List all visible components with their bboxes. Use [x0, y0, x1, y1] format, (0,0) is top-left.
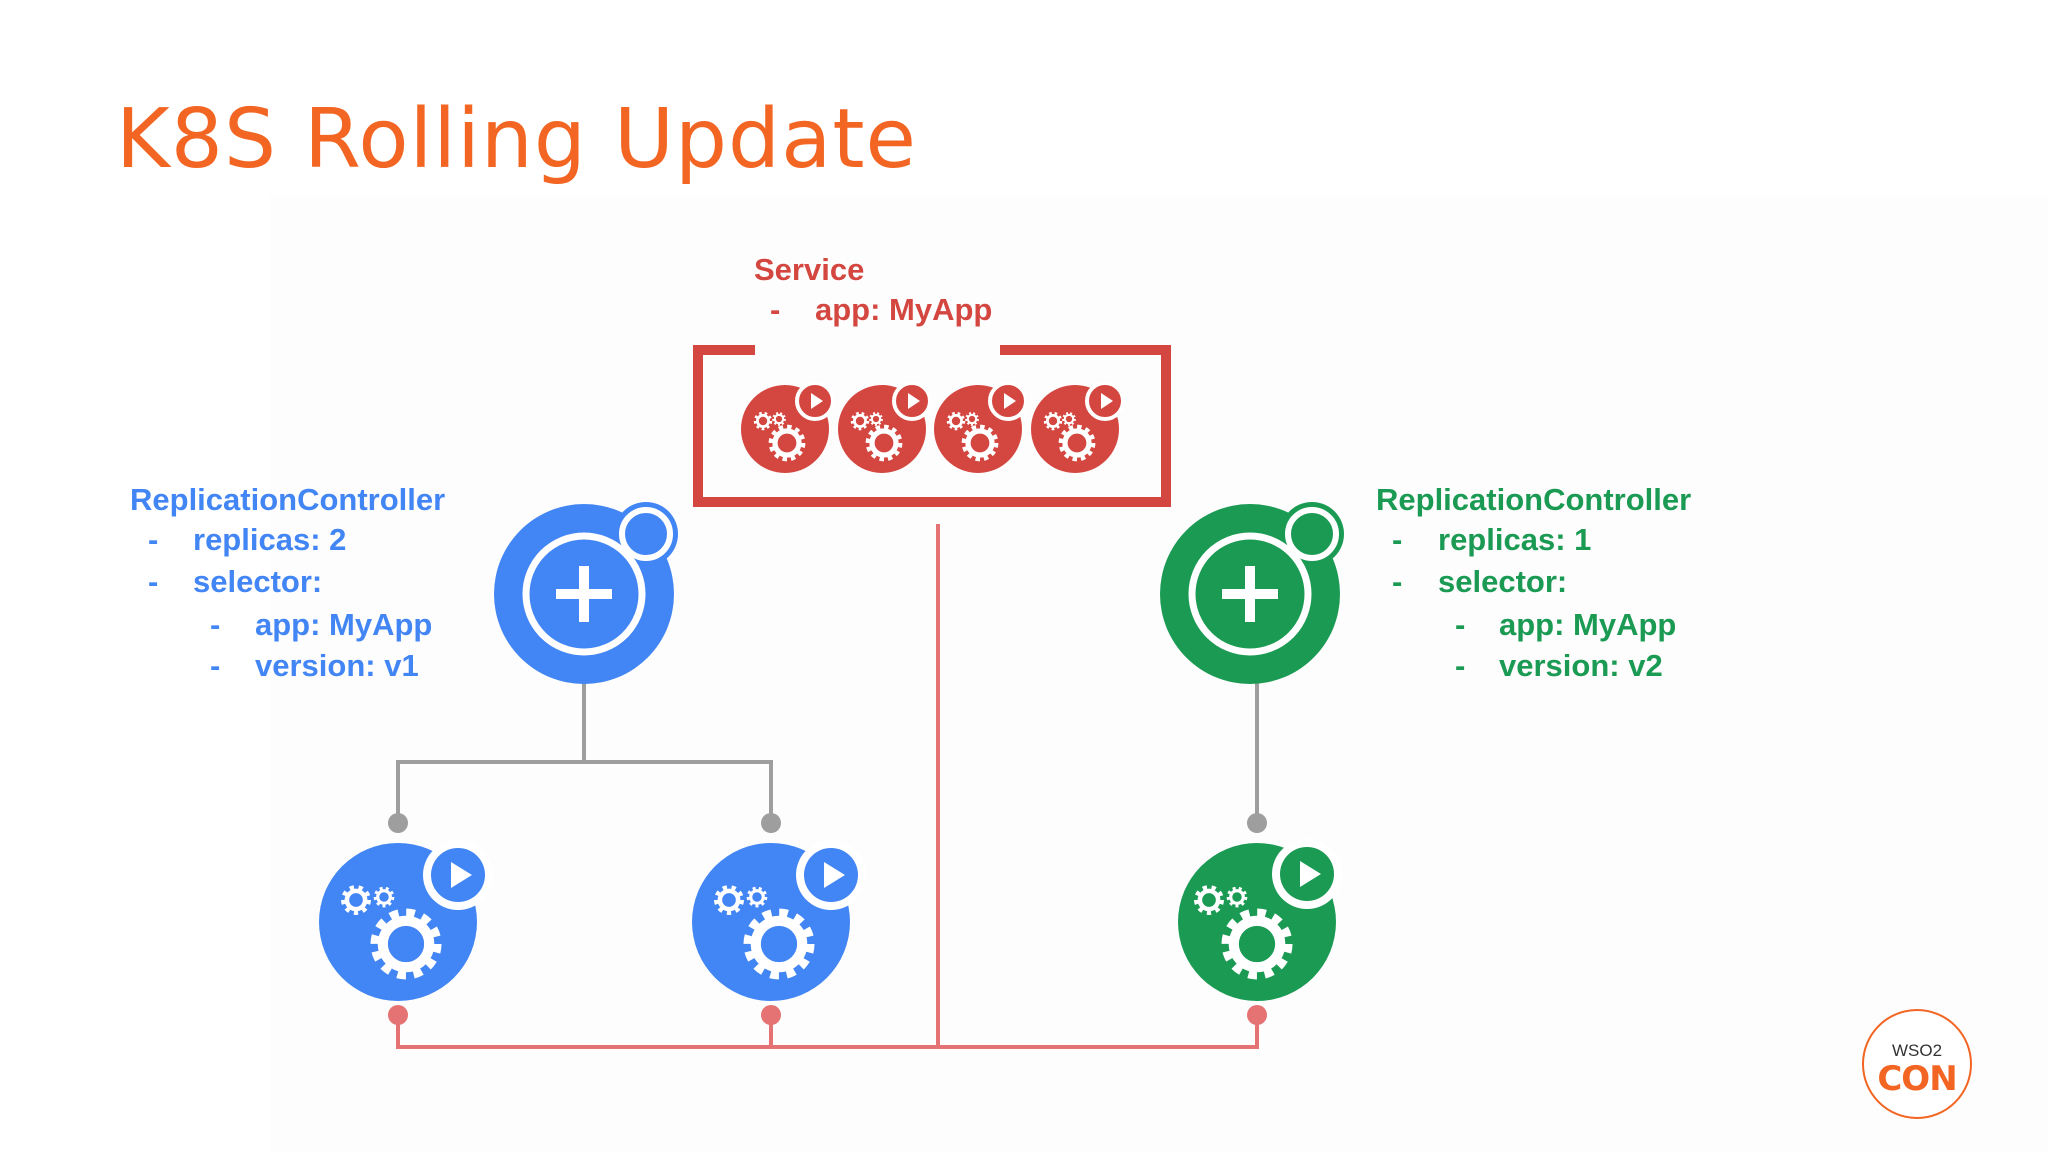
controller-connector-dot [388, 813, 408, 833]
controller-connector-dot [1247, 813, 1267, 833]
controller-v2-version: version: v2 [1499, 648, 1663, 683]
controller-v1-tree-line [584, 760, 773, 820]
controller-v2-selector: selector: [1438, 564, 1568, 599]
service-pod-icon [838, 381, 932, 473]
controller-v2-icon [1160, 502, 1344, 684]
controller-v2-dash: - [1392, 522, 1403, 557]
controller-v1-dash: - [210, 648, 221, 683]
service-box [693, 345, 1171, 507]
service-bus-line [396, 1015, 1259, 1049]
controller-v1-dash: - [148, 522, 159, 557]
controller-v1-label: ReplicationController [130, 482, 446, 517]
wso2con-logo: WSO2 CON [1862, 1009, 1972, 1119]
service-connector-dot [761, 1005, 781, 1025]
service-connector-dot [1247, 1005, 1267, 1025]
pod-v2-icon [1178, 839, 1342, 1001]
service-selector-dash: - [770, 292, 781, 327]
controller-v2-dash: - [1392, 564, 1403, 599]
controller-v1-dash: - [148, 564, 159, 599]
controller-v1-app: app: MyApp [255, 607, 433, 642]
controller-v1-icon [494, 502, 678, 684]
controller-v1-replicas: replicas: 2 [193, 522, 347, 557]
service-label: Service [754, 252, 865, 287]
controller-v2-dash: - [1455, 648, 1466, 683]
service-connector-dot [388, 1005, 408, 1025]
controller-v1-tree-line [396, 680, 586, 820]
service-pod-icon [934, 381, 1028, 473]
controller-v2-app: app: MyApp [1499, 607, 1677, 642]
pod-v1-icon [692, 840, 866, 1001]
controller-v1-dash: - [210, 607, 221, 642]
slide-title: K8S Rolling Update [116, 92, 917, 187]
logo-bottom-text: CON [1877, 1059, 1957, 1099]
controller-v1-selector: selector: [193, 564, 323, 599]
controller-connector-dot [761, 813, 781, 833]
controller-v1-version: version: v1 [255, 648, 419, 683]
service-pod-icon [741, 381, 835, 473]
service-pod-icon [1031, 381, 1125, 473]
logo-top-text: WSO2 [1891, 1041, 1943, 1060]
controller-v2-replicas: replicas: 1 [1438, 522, 1592, 557]
controller-v2-dash: - [1455, 607, 1466, 642]
controller-v2-label: ReplicationController [1376, 482, 1692, 517]
pod-v1-icon [319, 840, 493, 1001]
service-selector: app: MyApp [815, 292, 993, 327]
